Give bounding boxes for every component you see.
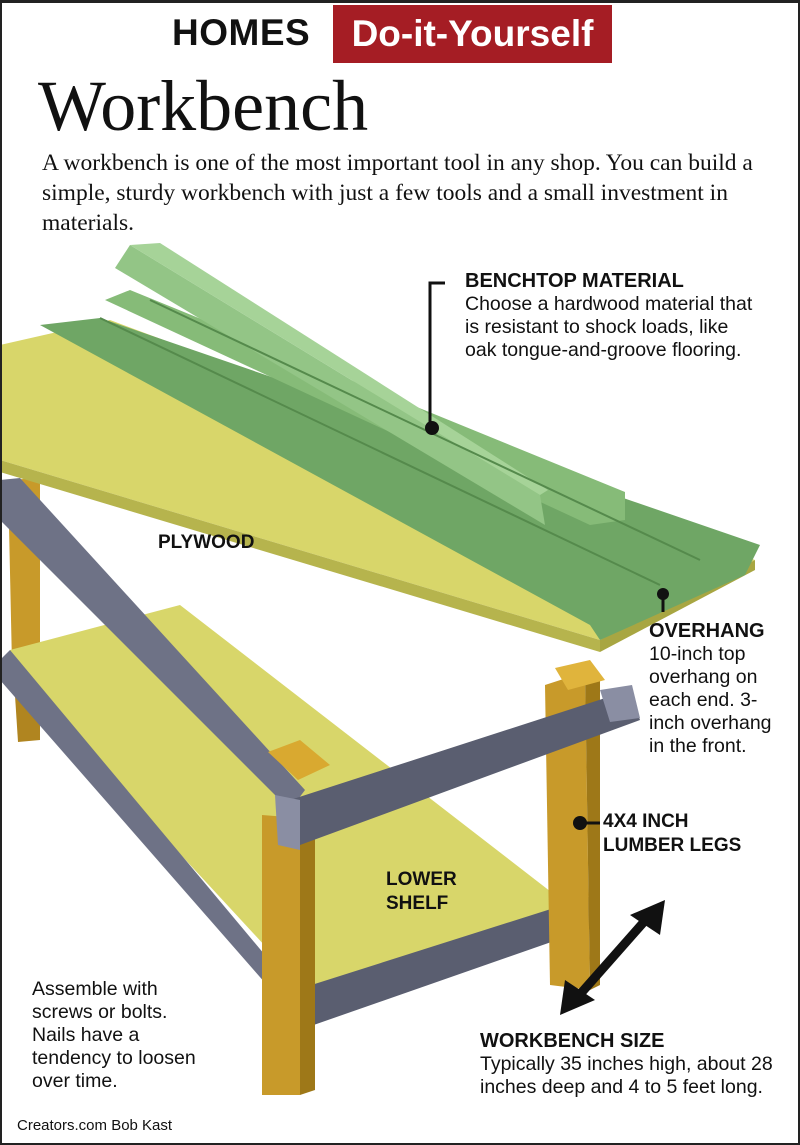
benchtop-body: Choose a hardwood material that is resis… [465,293,753,361]
credit: Creators.com Bob Kast [17,1117,173,1134]
lower-frame-front-rail [280,895,600,1035]
lower-shelf-label: LOWER SHELF [386,869,457,914]
size-double-arrow-icon [560,900,665,1015]
overhang-heading: OVERHANG [649,620,765,642]
benchtop-callout-dot [425,421,439,435]
overhang-body: 10-inch top overhang on each end. 3-inch… [649,643,772,757]
benchtop-board-1 [40,318,760,640]
upper-frame-left-rail [0,478,305,810]
section-label: HOMES [172,12,311,53]
assemble-note: Assemble with screws or bolts. Nails hav… [32,978,196,1092]
overhang-callout: OVERHANG 10-inch top overhang on each en… [649,620,789,758]
size-heading: WORKBENCH SIZE [480,1030,665,1052]
category-banner: Do-it-Yourself [333,5,612,63]
benchtop-callout: BENCHTOP MATERIAL Choose a hardwood mate… [465,270,765,362]
page-title: Workbench [38,66,369,146]
plywood-label: PLYWOOD [158,532,255,553]
leg-front-right [545,672,590,990]
size-callout: WORKBENCH SIZE Typically 35 inches high,… [480,1030,780,1099]
benchtop-heading: BENCHTOP MATERIAL [465,270,684,292]
lower-frame-left-rail [0,650,290,1000]
intro-text: A workbench is one of the most important… [42,150,753,236]
benchtop-callout-line [428,281,445,425]
leg-front-left [262,815,300,1095]
size-body: Typically 35 inches high, about 28 inche… [480,1053,773,1098]
legs-label: 4X4 INCH LUMBER LEGS [603,811,742,856]
upper-frame-front-rail [290,690,640,845]
